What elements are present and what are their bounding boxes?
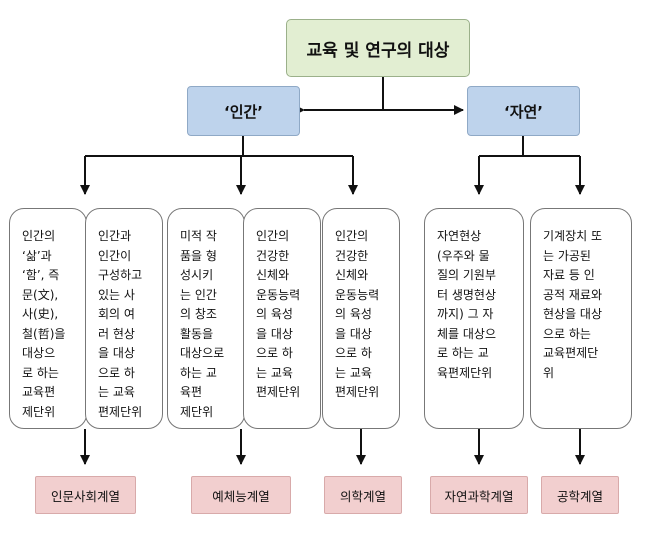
unit-arts: 미적 작 품을 형 성시키 는 인간 의 창조 활동을 대상으로 하는 교 육편… — [167, 208, 245, 429]
unit-medicine: 인간의 건강한 신체와 운동능력 의 육성 을 대상 으로 하 는 교육 편제단… — [322, 208, 400, 429]
category-human: ‘인간’ — [187, 86, 300, 136]
field-medicine: 의학계열 — [324, 476, 402, 514]
unit-humanities: 인간의 ‘삶’과 ‘함’, 즉 문(文), 사(史), 철(哲)을 대상으 로 … — [9, 208, 87, 429]
field-natural-science: 자연과학계열 — [430, 476, 528, 514]
category-nature: ‘자연’ — [467, 86, 580, 136]
diagram-title: 교육 및 연구의 대상 — [286, 19, 470, 77]
field-arts-physical: 예체능계열 — [191, 476, 291, 514]
unit-natural-science: 자연현상 (우주와 물 질의 기원부 터 생명현상 까지) 그 자 체를 대상으… — [424, 208, 524, 429]
unit-physical-education: 인간의 건강한 신체와 운동능력 의 육성 을 대상 으로 하 는 교육 편제단… — [243, 208, 321, 429]
unit-engineering: 기계장치 또 는 가공된 자료 등 인 공적 재료와 현상을 대상 으로 하는 … — [530, 208, 632, 429]
unit-social-science: 인간과 인간이 구성하고 있는 사 회의 여 러 현상 을 대상 으로 하 는 … — [85, 208, 163, 429]
field-humanities-social: 인문사회계열 — [35, 476, 136, 514]
field-engineering: 공학계열 — [541, 476, 619, 514]
